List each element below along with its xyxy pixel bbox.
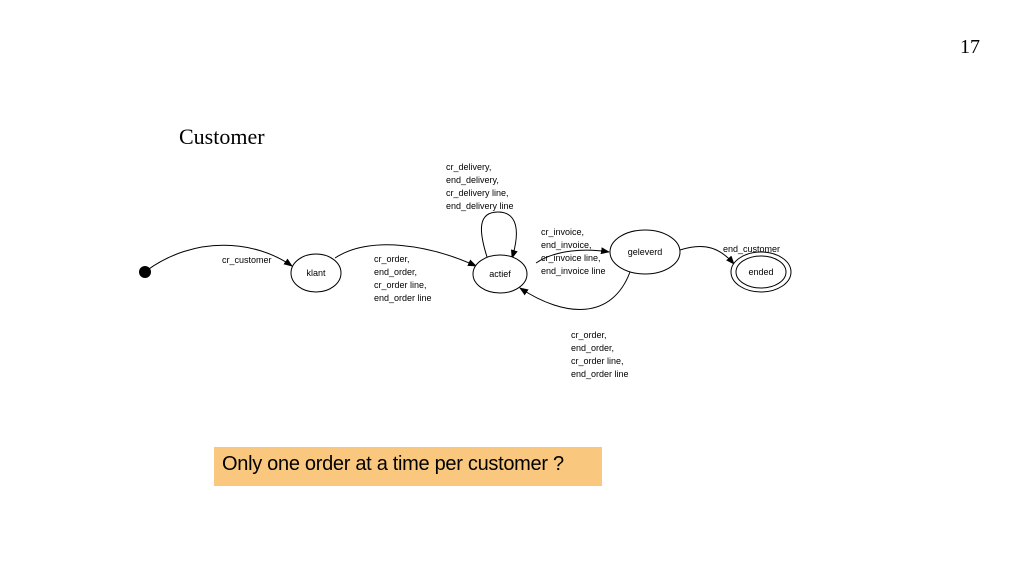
transition-label-line: end_order, — [374, 267, 417, 277]
edge-klant-to-actief — [334, 244, 477, 267]
transition-label-line: end_customer — [723, 244, 780, 254]
state-label: klant — [306, 268, 326, 278]
question-callout: Only one order at a time per customer ? — [214, 447, 602, 486]
label-klant-to-actief: cr_order, end_order, cr_order line, end_… — [374, 254, 432, 303]
transition-label-line: end_order line — [571, 369, 629, 379]
transition-label-line: cr_order, — [374, 254, 410, 264]
transition-label-line: end_order line — [374, 293, 432, 303]
state-label: geleverd — [628, 247, 663, 257]
label-actief-self-loop: cr_delivery, end_delivery, cr_delivery l… — [446, 162, 514, 211]
transition-label-line: end_invoice line — [541, 266, 606, 276]
label-actief-to-geleverd: cr_invoice, end_invoice, cr_invoice line… — [541, 227, 606, 276]
state-geleverd: geleverd — [609, 229, 681, 275]
state-label: actief — [489, 269, 511, 279]
edge-geleverd-to-ended — [679, 246, 735, 265]
transition-label-line: cr_order line, — [374, 280, 427, 290]
transition-label-line: end_invoice, — [541, 240, 592, 250]
slide-title: Customer — [179, 124, 265, 149]
label-geleverd-to-ended: end_customer — [723, 244, 780, 254]
edge-actief-self-loop — [480, 211, 518, 261]
label-geleverd-to-actief: cr_order, end_order, cr_order line, end_… — [571, 330, 629, 379]
state-label: ended — [748, 267, 773, 277]
state-actief: actief — [472, 254, 528, 294]
transition-label-line: cr_order line, — [571, 356, 624, 366]
transition-label-line: end_delivery, — [446, 175, 499, 185]
state-ended-final: ended — [730, 251, 792, 293]
transition-label-line: cr_delivery, — [446, 162, 491, 172]
edge-actief-to-geleverd — [535, 247, 610, 264]
label-initial-to-klant: cr_customer — [222, 255, 272, 265]
edge-initial-to-klant — [145, 244, 293, 272]
state-klant: klant — [290, 253, 342, 293]
slide-number: 17 — [960, 36, 980, 58]
transition-label-line: end_delivery line — [446, 201, 514, 211]
transition-label-line: cr_invoice line, — [541, 253, 601, 263]
edge-geleverd-to-actief — [519, 271, 631, 310]
transition-label-line: cr_invoice, — [541, 227, 584, 237]
initial-state — [139, 266, 151, 278]
transition-label-line: cr_customer — [222, 255, 272, 265]
transition-label-line: cr_delivery line, — [446, 188, 509, 198]
transition-label-line: end_order, — [571, 343, 614, 353]
transition-label-line: cr_order, — [571, 330, 607, 340]
